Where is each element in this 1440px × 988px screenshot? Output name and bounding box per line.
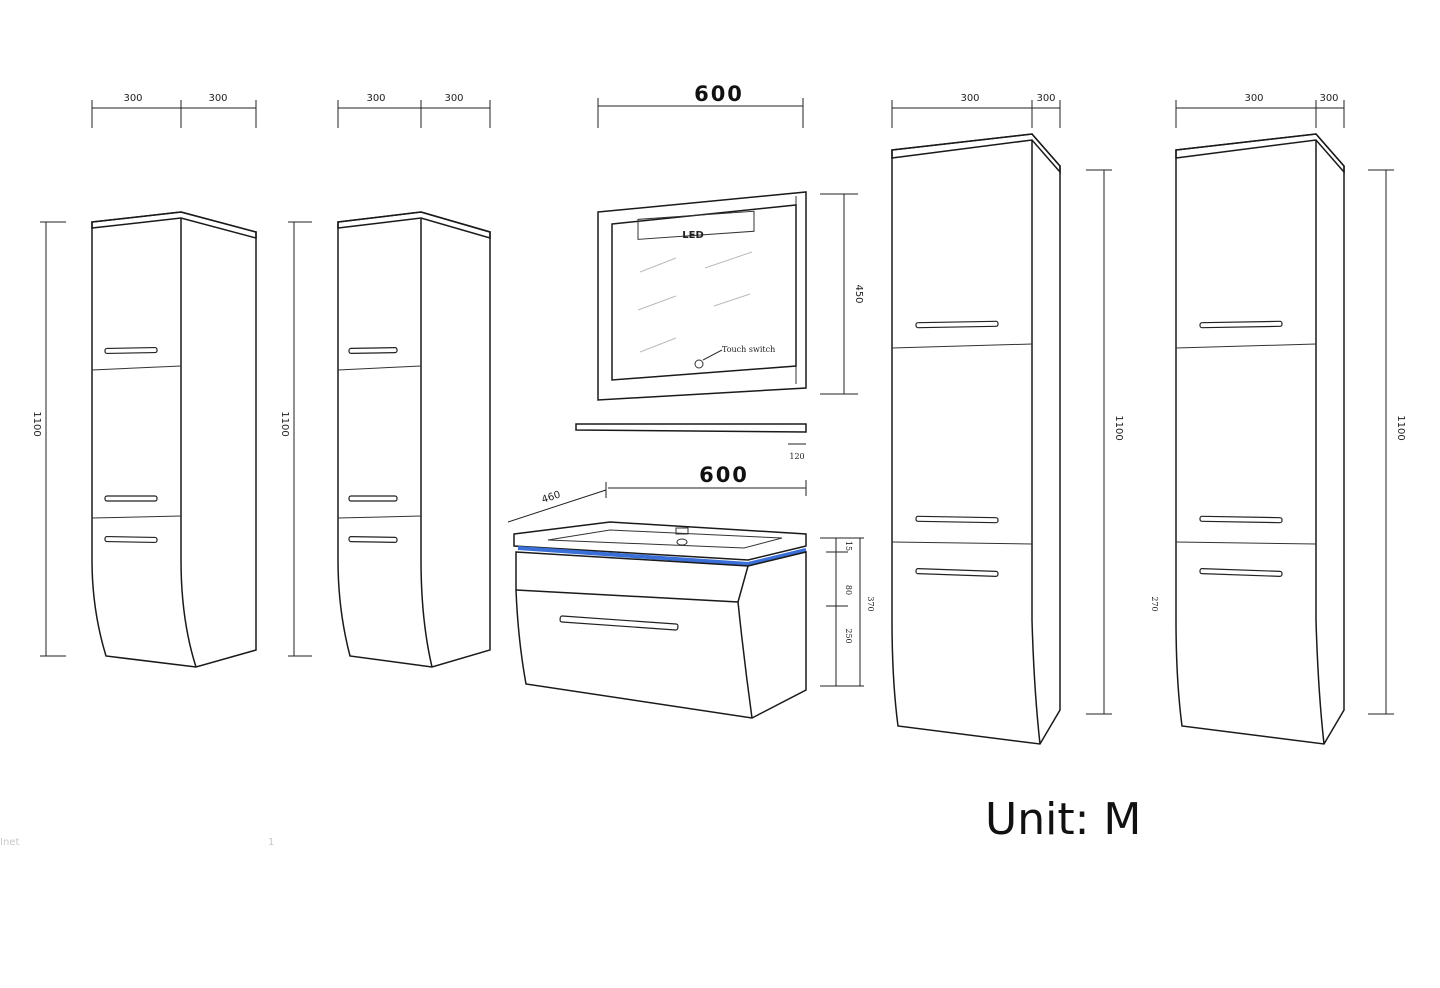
vanity-dim-bottom: 250 [844,628,853,643]
tall-cabinet-4: 300 300 1100 [1175,93,1406,745]
cabinet-3-side-mark: 270 [1150,596,1159,611]
cabinet-2-dim-right: 300 [444,93,463,104]
cabinet-3-height-dimension: 1100 [1086,169,1124,715]
vanity-led-strip [517,546,807,567]
touch-switch-label: Touch switch [722,345,775,354]
shelf-depth-label: 120 [789,452,804,461]
tall-cabinet-1: 300 300 1100 [31,93,257,668]
vanity-dim-total: 370 [866,596,875,611]
vanity-dim-mid: 80 [844,585,853,595]
vanity-width-label: 600 [699,463,749,487]
cabinet-4-width-dimension: 300 300 [1175,93,1345,128]
unit-label: Unit: M [985,794,1141,845]
cabinet-2-dim-left: 300 [366,93,385,104]
led-strip-box [637,210,755,240]
cabinet-3-dim-right: 300 [1036,93,1055,104]
mirror-height-dimension: 450 [820,193,864,395]
mirror-height-label: 450 [853,284,864,303]
cabinet-1-height-dimension: 1100 [31,221,66,657]
cabinet-2-width-dimension: 300 300 [337,93,491,128]
led-mirror: 600 450 LED Touch switch 120 [575,82,864,461]
cabinet-1-dim-left: 300 [123,93,142,104]
cabinet-3-dim-left: 300 [960,93,979,104]
cabinet-4-dim-left: 300 [1244,93,1263,104]
vanity-depth-dimension: 460 [507,482,607,523]
cabinet-3-height-label: 1100 [1113,415,1124,440]
tall-cabinet-2: 300 300 1100 [279,93,491,668]
vanity-dim-top: 15 [844,541,853,551]
footer-left-text: Inet [0,837,19,848]
cabinet-2-height-dimension: 1100 [279,221,312,657]
vanity-depth-label: 460 [540,489,562,505]
cabinet-3-width-dimension: 300 300 [891,93,1061,128]
cabinet-4-height-dimension: 1100 [1368,169,1406,715]
cabinet-1-width-dimension: 300 300 [91,93,257,128]
led-label: LED [682,230,704,241]
cabinet-1-dim-right: 300 [208,93,227,104]
mirror-width-label: 600 [694,82,744,106]
cabinet-4-dim-right: 300 [1319,93,1338,104]
cabinet-4-height-label: 1100 [1395,415,1406,440]
vanity-width-dimension: 600 [608,463,807,496]
tall-cabinet-3: 300 300 1100 270 [891,93,1159,745]
vanity-height-dimensions: 15 80 250 370 [820,537,875,687]
footer-mid-text: 1 [268,837,274,848]
cabinet-2-height-label: 1100 [279,411,290,436]
touch-switch-icon [694,359,704,369]
cabinet-1-height-label: 1100 [31,411,42,436]
glass-shelf [575,423,807,433]
mirror-width-dimension: 600 [597,82,804,128]
vanity-unit: 460 600 15 80 250 370 [507,463,875,719]
